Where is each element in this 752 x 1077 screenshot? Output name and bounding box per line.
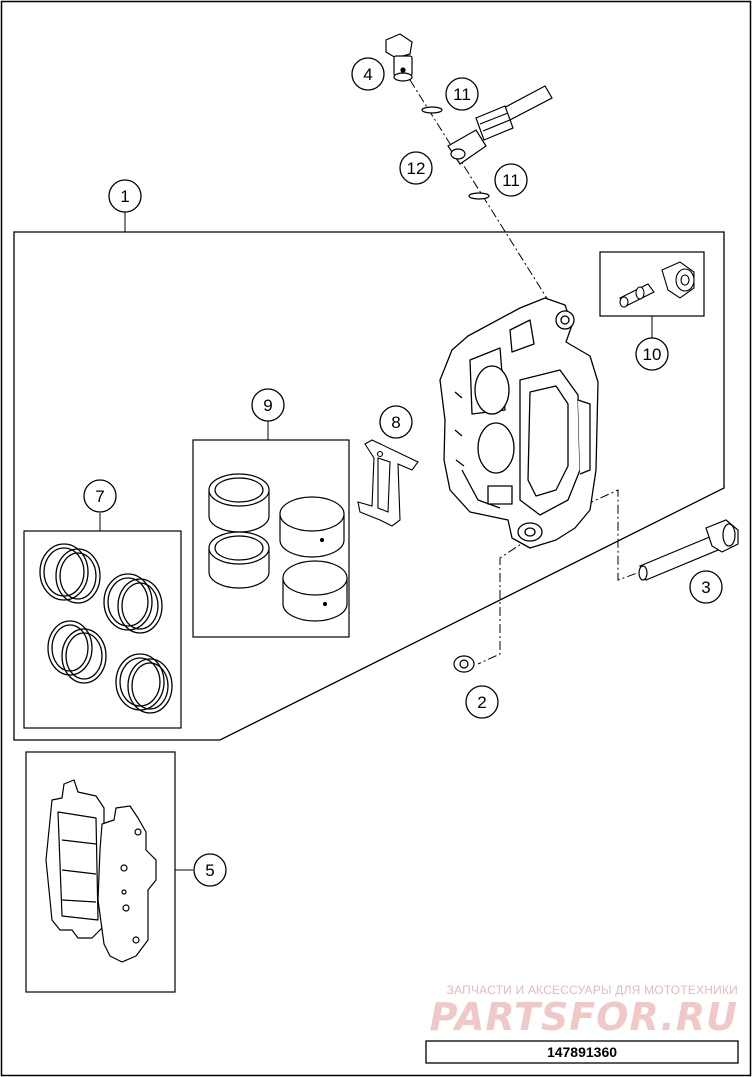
callout-label: 4 — [363, 65, 372, 84]
doc-number-box — [425, 1040, 739, 1064]
seal-washers — [421, 106, 490, 200]
callout-8: 8 — [379, 405, 413, 439]
callout-label: 1 — [120, 187, 129, 206]
callout-5: 5 — [193, 853, 227, 887]
brake-hose — [447, 85, 553, 165]
callout-label: 11 — [502, 171, 520, 190]
callout-label: 11 — [453, 85, 471, 104]
banjo-bolt-part — [385, 33, 413, 82]
document-number: 147891360 — [547, 1044, 617, 1060]
watermark: ЗАПЧАСТИ И АКСЕССУАРЫ ДЛЯ МОТОТЕХНИКИ PA… — [430, 983, 738, 1039]
callout-label: 7 — [95, 487, 104, 506]
kit-box-9 — [192, 439, 350, 638]
kit-box-5 — [25, 751, 176, 993]
brake-pads-part — [45, 779, 157, 963]
pin-bolt-part — [638, 519, 739, 581]
watermark-tagline: ЗАПЧАСТИ И АКСЕССУАРЫ ДЛЯ МОТОТЕХНИКИ — [447, 983, 738, 997]
bleeder-screw-part — [619, 261, 695, 308]
callout-4: 4 — [351, 57, 385, 91]
callout-12: 12 — [399, 151, 433, 185]
pistons-part — [208, 473, 348, 622]
callout-11-lower: 11 — [494, 163, 528, 197]
callout-1: 1 — [108, 179, 142, 213]
callout-label: 10 — [643, 345, 662, 364]
callout-11-upper: 11 — [445, 77, 479, 111]
washer-part — [453, 655, 475, 673]
watermark-brand: PARTSFOR.RU — [430, 995, 738, 1039]
callout-label: 3 — [701, 578, 710, 597]
assembly-boundary — [13, 231, 725, 741]
brake-caliper-body — [439, 297, 599, 549]
callout-7: 7 — [83, 479, 117, 513]
pad-spring-part — [357, 439, 419, 527]
callout-label: 5 — [205, 861, 214, 880]
callout-3: 3 — [689, 570, 723, 604]
callout-10: 10 — [635, 337, 669, 371]
callout-9: 9 — [251, 388, 285, 422]
callout-label: 8 — [391, 413, 400, 432]
callout-label: 2 — [477, 693, 486, 712]
alignment-lines — [409, 79, 641, 665]
callout-label: 9 — [263, 396, 272, 415]
callout-label: 12 — [407, 159, 426, 178]
callout-2: 2 — [465, 685, 499, 719]
kit-box-7 — [23, 530, 182, 729]
seal-rings-part — [39, 543, 173, 714]
